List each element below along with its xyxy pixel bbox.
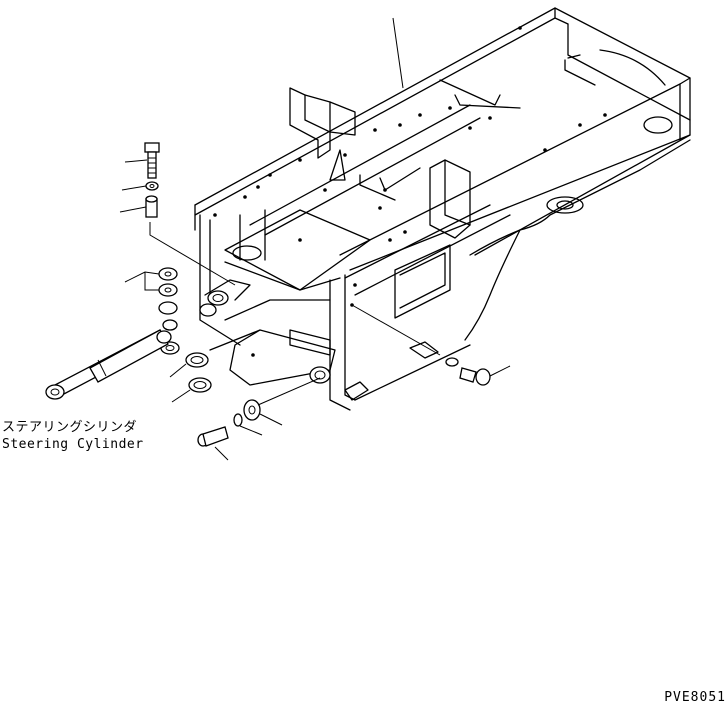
steering-cylinder-label-en: Steering Cylinder <box>2 437 144 452</box>
lower-pin-hardware <box>197 377 321 447</box>
bolt-icon <box>144 142 160 179</box>
washer-icon <box>162 319 178 331</box>
plate-icon <box>243 399 261 421</box>
steering-cylinder-label-jp: ステアリングシリンダ <box>2 420 138 435</box>
steering-cylinder-icon <box>45 329 172 400</box>
spacer-icon <box>158 301 178 315</box>
callout-leaders <box>119 159 511 461</box>
drawing-code: PVE8051 <box>664 690 726 705</box>
spacer-icon <box>158 283 178 297</box>
flange-bolt-icon <box>459 367 491 386</box>
bushing-icon <box>188 377 212 393</box>
rear-frame <box>194 7 691 411</box>
left-fastener-stack <box>144 142 236 393</box>
leader-line-frame <box>392 17 404 89</box>
washer-icon <box>233 413 243 427</box>
bushing-icon <box>185 352 209 368</box>
pin-icon <box>197 426 229 447</box>
side-mount-hardware <box>351 304 491 386</box>
spacer-icon <box>158 267 178 281</box>
bushing-icon <box>145 195 158 218</box>
washer-icon <box>445 357 459 367</box>
washer-icon <box>145 181 159 191</box>
frame-rivets <box>213 26 607 357</box>
